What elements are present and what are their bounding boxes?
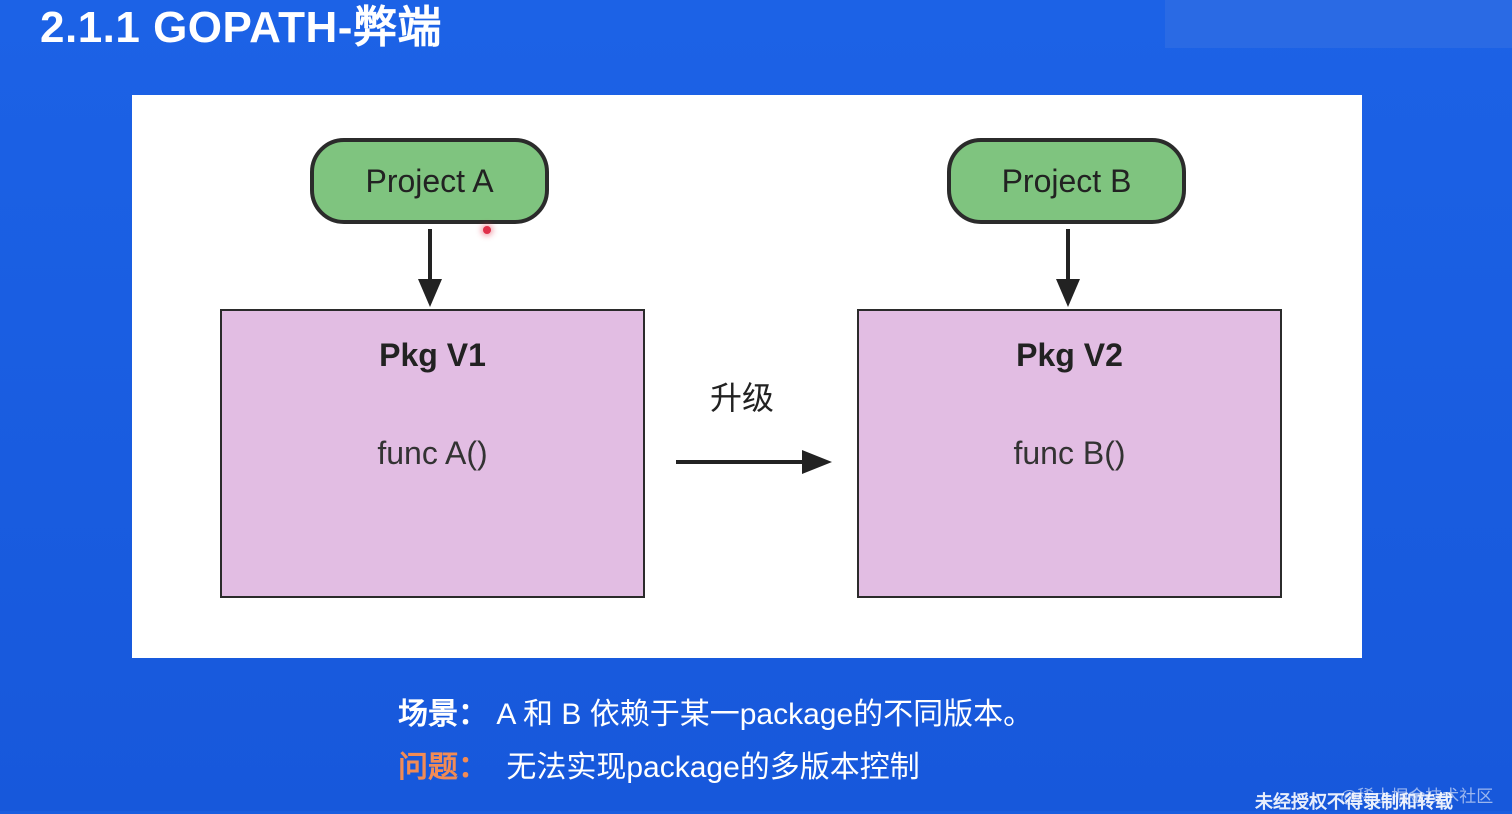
pkg-v2-func: func B() [1013, 435, 1126, 471]
pkg-v2-title: Pkg V2 [1016, 337, 1123, 373]
diagram-canvas: Project A Project B Pkg V1 func A() Pkg … [132, 95, 1362, 658]
header-strip [1165, 0, 1512, 48]
pointer-dot [483, 226, 491, 234]
edge-project-a-to-pkg-v1 [418, 229, 442, 307]
node-pkg-v1: Pkg V1 func A() [220, 309, 645, 598]
issue-label: 问题： [398, 751, 488, 784]
scene-note: 场景： A 和 B 依赖于某一package的不同版本。 [398, 697, 1033, 733]
scene-label: 场景： [398, 698, 488, 731]
pkg-v1-func: func A() [377, 435, 488, 471]
node-project-a: Project A [310, 138, 549, 224]
edge-project-b-to-pkg-v2 [1056, 229, 1080, 307]
node-project-b-label: Project B [1001, 162, 1132, 199]
upgrade-label: 升级 [710, 380, 775, 416]
node-project-a-label: Project A [365, 162, 494, 199]
pkg-v1-title: Pkg V1 [379, 337, 486, 373]
edge-upgrade-arrow [676, 450, 832, 474]
diagram-edges [418, 229, 1080, 474]
copyright-watermark: 未经授权不得录制和转载 [1255, 792, 1453, 812]
node-pkg-v2: Pkg V2 func B() [857, 309, 1282, 598]
node-project-b: Project B [947, 138, 1186, 224]
issue-text: 无法实现package的多版本控制 [506, 751, 920, 784]
community-watermark: @稀土掘金技术社区 [1340, 787, 1494, 806]
scene-text: A 和 B 依赖于某一package的不同版本。 [496, 698, 1034, 731]
issue-note: 问题： 无法实现package的多版本控制 [398, 750, 920, 786]
slide-title: 2.1.1 GOPATH-弊端 [40, 3, 442, 52]
